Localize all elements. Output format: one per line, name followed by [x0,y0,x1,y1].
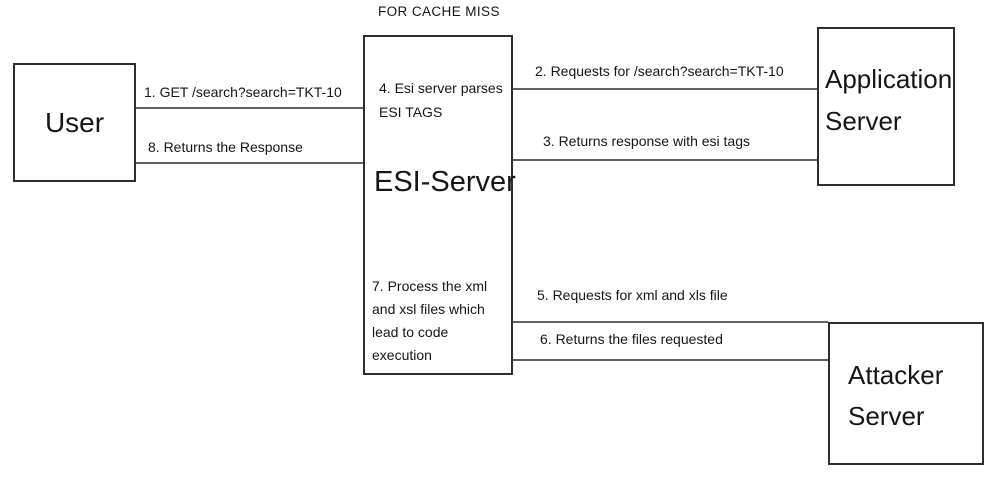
node-application-server: Application Server [817,27,955,186]
node-user-label: User [44,106,105,138]
message-label-1: 1. GET /search?search=TKT-10 [144,84,342,100]
connector-app-to-esi-response [513,159,817,161]
message-label-2: 2. Requests for /search?search=TKT-10 [535,63,784,79]
node-esi-server: 4. Esi server parses ESI TAGS ESI-Server… [363,35,516,375]
node-attacker-server: Attacker Server [828,322,984,465]
diagram-title: FOR CACHE MISS [378,4,500,19]
node-attacker-server-label: Attacker Server [848,360,944,431]
node-application-server-label: Application Server [825,64,953,136]
message-label-3: 3. Returns response with esi tags [543,133,750,149]
connector-esi-to-attacker-request [513,321,828,323]
connector-attacker-to-esi-response [513,359,828,361]
node-user: User [13,63,136,182]
message-label-5: 5. Requests for xml and xls file [537,287,728,303]
node-esi-server-label: ESI-Server [374,166,516,198]
connector-esi-to-user-response [136,162,363,164]
message-label-6: 6. Returns the files requested [540,331,723,347]
esi-step7-note: 7. Process the xml and xsl files which l… [372,278,488,363]
message-label-8: 8. Returns the Response [148,139,303,155]
connector-esi-to-app-request [513,88,817,90]
esi-step4-note: 4. Esi server parses ESI TAGS [379,80,503,120]
connector-user-to-esi-request [136,107,363,109]
